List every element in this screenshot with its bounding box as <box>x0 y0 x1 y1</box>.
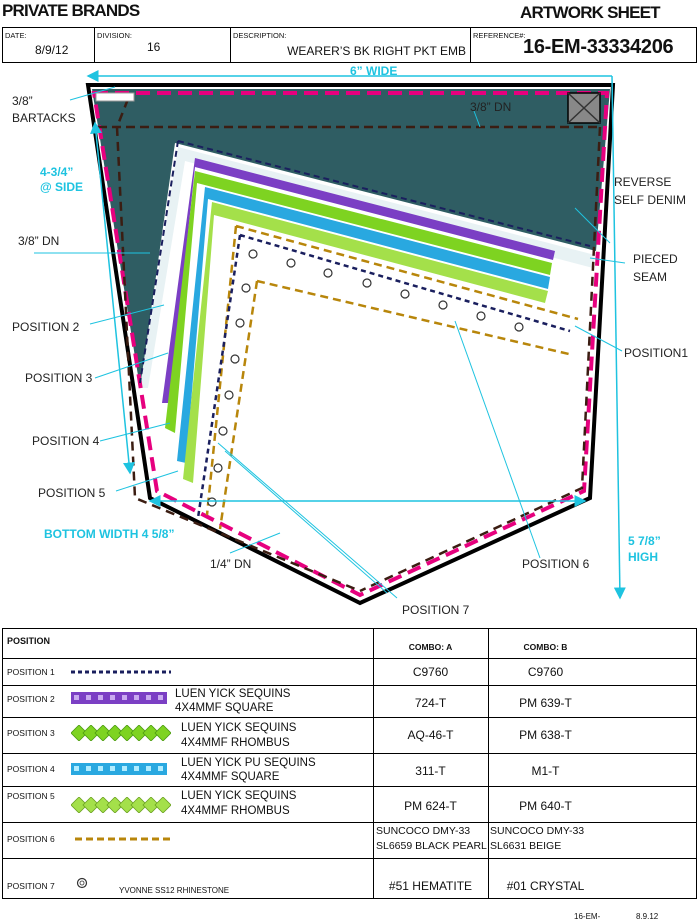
position1-label: POSITION1 <box>624 346 688 360</box>
green-rhombus-swatch <box>71 725 171 741</box>
table-row: POSITION 1 C9760 C9760 <box>3 659 696 686</box>
row-combo-b: PM 638-T <box>519 728 572 742</box>
position-header: POSITION <box>7 636 51 646</box>
description-cell: DESCRIPTION: WEARER’S BK RIGHT PKT EMB <box>231 28 471 62</box>
row-position: POSITION 6 <box>7 834 55 844</box>
reverse-denim-panel <box>92 89 610 388</box>
row-combo-b: PM 639-T <box>519 696 572 710</box>
row-position: POSITION 2 <box>7 694 55 704</box>
date-cell: DATE: 8/9/12 <box>3 28 95 62</box>
side-dn-label: 3/8” DN <box>18 234 59 248</box>
footer-date: 8.9.12 <box>636 912 659 921</box>
row-position: POSITION 4 <box>7 764 55 774</box>
row-desc1: LUEN YICK SEQUINS <box>181 722 297 734</box>
rhinestone-icon <box>76 877 88 889</box>
position2-band <box>162 158 555 403</box>
row-combo-b: C9760 <box>527 665 564 679</box>
division-label: DIVISION: <box>97 31 133 40</box>
position5-label: POSITION 5 <box>38 486 106 500</box>
sheet-title: ARTWORK SHEET <box>520 3 661 22</box>
blue-square-swatch <box>71 763 167 775</box>
row-combo-a: AQ-46-T <box>407 728 454 742</box>
position4-band <box>177 187 550 463</box>
side-dimension-line1: 4-3/4” <box>40 165 73 179</box>
purple-square-swatch <box>71 692 167 704</box>
description-value: WEARER’S BK RIGHT PKT EMB <box>287 44 466 58</box>
row-desc2: 4X4MMF SQUARE <box>181 771 280 783</box>
combo-b-header: COMBO: B <box>523 642 568 652</box>
position4-label: POSITION 4 <box>32 434 100 448</box>
position3-band <box>165 171 552 433</box>
table-row: POSITION 7 YVONNE SS12 RHINESTONE #51 HE… <box>3 859 696 900</box>
table-row: POSITION 6 SUNCOCO DMY-33 SL6659 BLACK P… <box>3 823 696 859</box>
row-combo-b-line1: SUNCOCO DMY-33 <box>490 825 585 837</box>
row-combo-a-line2: SL6659 BLACK PEARL <box>376 840 487 852</box>
row-combo-b: PM 640-T <box>519 799 572 813</box>
bottom-width-dimension: BOTTOM WIDTH 4 5/8” <box>44 527 174 541</box>
table-row: POSITION 2 LUEN YICK SEQUINS 4X4MMF SQUA… <box>3 686 696 718</box>
pocket-drawing: 6” WIDE 4-3/4” @ SIDE BOTTOM WIDTH 4 5/8… <box>12 64 688 617</box>
row-combo-a-line1: SUNCOCO DMY-33 <box>376 825 471 837</box>
table-row: POSITION 3 LUEN YICK SEQUINS 4X4MMF RHOM… <box>3 718 696 754</box>
brand-title: PRIVATE BRANDS <box>2 1 140 20</box>
position2-label: POSITION 2 <box>12 320 80 334</box>
table-row: POSITION 4 LUEN YICK PU SEQUINS 4X4MMF S… <box>3 754 696 787</box>
bartacks-label-line1: 3/8” <box>12 94 33 108</box>
bottom-dn-label: 1/4” DN <box>210 557 251 571</box>
row-desc2: 4X4MMF SQUARE <box>175 702 274 714</box>
row-position: POSITION 7 <box>7 881 55 891</box>
row-desc2: 4X4MMF RHOMBUS <box>181 805 290 817</box>
gold-dashed-swatch <box>75 837 171 841</box>
reference-label: REFERENCE#: <box>473 31 526 40</box>
division-cell: DIVISION: 16 <box>95 28 231 62</box>
row-position: POSITION 5 <box>7 791 55 801</box>
description-label: DESCRIPTION: <box>233 31 287 40</box>
reverse-denim-line1: REVERSE <box>614 175 671 189</box>
row-combo-b-line2: SL6631 BEIGE <box>490 840 562 852</box>
row-combo-a: #51 HEMATITE <box>388 879 473 893</box>
pink-stitch <box>91 91 610 598</box>
division-value: 16 <box>147 40 161 54</box>
row-position: POSITION 3 <box>7 728 55 738</box>
date-label: DATE: <box>5 31 27 40</box>
row-desc1: LUEN YICK SEQUINS <box>181 790 297 802</box>
combo-table: POSITION COMBO: A COMBO: B POSITION 1 C9… <box>2 628 697 899</box>
width-dimension: 6” WIDE <box>350 64 397 78</box>
reverse-denim-line2: SELF DENIM <box>614 193 686 207</box>
row-combo-b: M1-T <box>531 764 560 778</box>
row-combo-b: #01 CRYSTAL <box>506 879 585 893</box>
row-combo-a: 724-T <box>414 696 447 710</box>
combo-a-header: COMBO: A <box>408 642 453 652</box>
row-combo-a: C9760 <box>412 665 449 679</box>
info-bar: DATE: 8/9/12 DIVISION: 16 DESCRIPTION: W… <box>2 27 697 63</box>
height-dimension-line1: 5 7/8” <box>628 534 661 548</box>
navy-dotted-swatch <box>71 670 171 674</box>
row-desc1: LUEN YICK SEQUINS <box>175 688 291 700</box>
row-combo-a: 311-T <box>415 764 446 778</box>
reference-cell: REFERENCE#: 16-EM-33334206 <box>471 28 697 62</box>
position5-band <box>183 202 548 483</box>
position6-label: POSITION 6 <box>522 557 590 571</box>
table-row: POSITION 5 LUEN YICK SEQUINS 4X4MMF RHOM… <box>3 787 696 823</box>
position7-label: POSITION 7 <box>402 603 470 617</box>
top-dn-label: 3/8” DN <box>470 100 511 114</box>
row-desc1: YVONNE SS12 RHINESTONE <box>119 886 230 895</box>
reference-value: 16-EM-33334206 <box>523 36 674 58</box>
position3-label: POSITION 3 <box>25 371 93 385</box>
lime-rhombus-swatch <box>71 797 171 813</box>
side-dimension-line2: @ SIDE <box>40 180 83 194</box>
rhinestones <box>207 249 524 507</box>
row-desc1: LUEN YICK PU SEQUINS <box>181 757 316 769</box>
pieced-seam-line1: PIECED <box>633 252 678 266</box>
footer-reference: 16-EM- <box>574 912 601 921</box>
height-dimension-line2: HIGH <box>628 550 658 564</box>
bartacks-label-line2: BARTACKS <box>12 111 76 125</box>
pieced-seam-line2: SEAM <box>633 270 667 284</box>
row-position: POSITION 1 <box>7 667 55 677</box>
row-combo-a: PM 624-T <box>404 799 457 813</box>
date-value: 8/9/12 <box>35 43 69 57</box>
row-desc2: 4X4MMF RHOMBUS <box>181 737 290 749</box>
table-header: POSITION COMBO: A COMBO: B <box>3 629 696 659</box>
